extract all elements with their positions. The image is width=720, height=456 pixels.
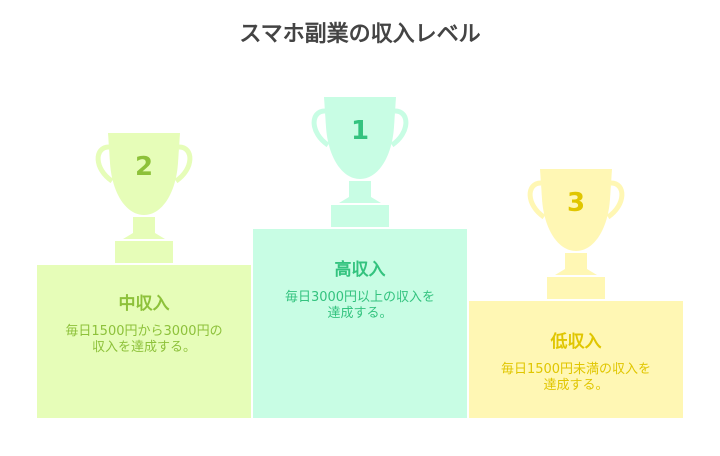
rank-label: 1 — [351, 116, 369, 146]
trophy-icon: 3 — [527, 169, 625, 299]
rank-label: 2 — [135, 152, 153, 182]
podium-heading: 高収入 — [334, 260, 386, 280]
podium-description: 毎日1500円から3000円の収入を達成する。 — [65, 324, 223, 355]
trophy-icon: 1 — [311, 97, 409, 227]
trophy-icon: 2 — [95, 133, 193, 263]
podium-heading: 低収入 — [550, 332, 602, 352]
podium-description: 毎日3000円以上の収入を達成する。 — [284, 290, 436, 321]
podium-heading: 中収入 — [118, 294, 170, 314]
podium-box: 高収入 毎日3000円以上の収入を達成する。 — [253, 229, 467, 418]
podium-box: 低収入 毎日1500円未満の収入を達成する。 — [469, 301, 683, 418]
diagram-title: スマホ副業の収入レベル — [239, 22, 481, 47]
podium-description: 毎日1500円未満の収入を達成する。 — [500, 362, 652, 393]
rank-label: 3 — [567, 188, 585, 218]
podium-box: 中収入 毎日1500円から3000円の収入を達成する。 — [37, 265, 251, 418]
